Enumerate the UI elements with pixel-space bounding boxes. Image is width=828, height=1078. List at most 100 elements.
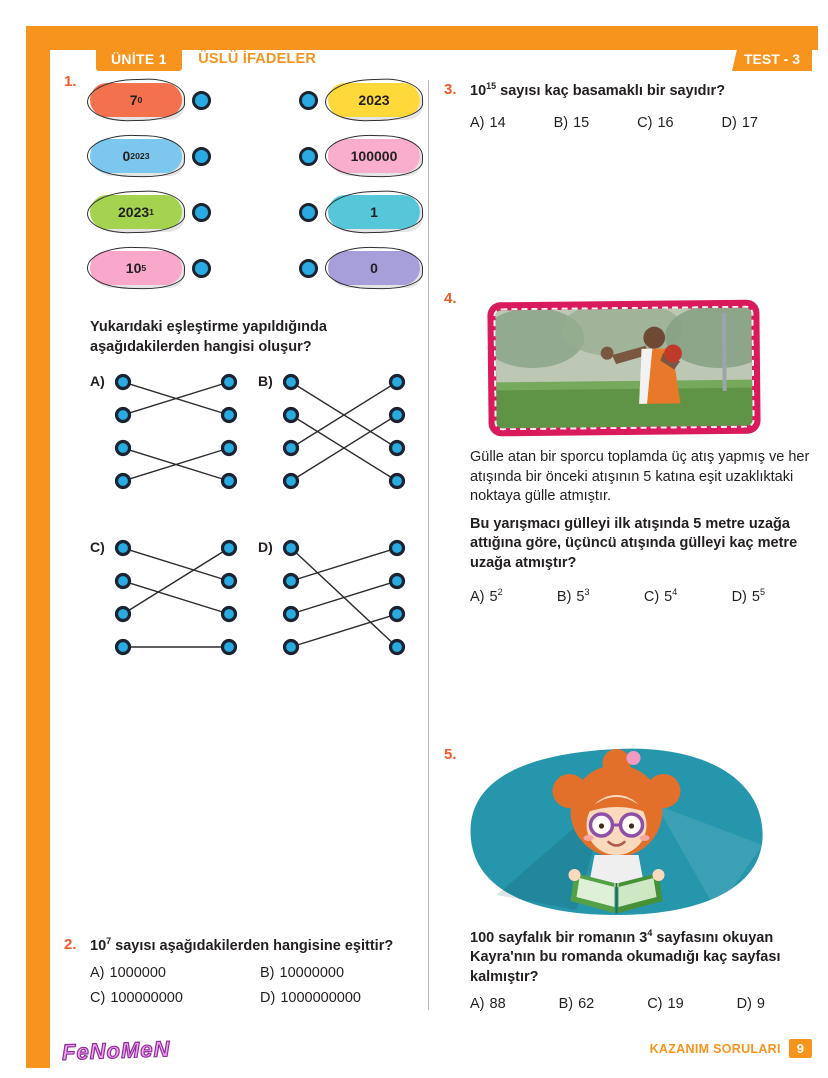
option-label: A) [470,115,485,132]
match-dot [299,90,318,110]
top-orange-bar [26,26,818,50]
pill-exp: 5 [141,263,147,273]
question-number: 1. [64,73,77,90]
option-c: C)16 [637,115,673,131]
option-exp: 2 [497,587,503,598]
q4-question-text: Bu yarışmacı gülleyi ilk atışında 5 metr… [470,515,798,571]
shot-put-athlete-graphic [495,307,753,429]
match-dot [192,146,211,166]
option-label: B) [558,995,574,1012]
option-label: C) [647,995,663,1012]
pill-value: 100000 [350,148,398,164]
column-divider [428,80,429,1010]
unit-badge: ÜNİTE 1 [96,47,182,71]
option-base: 5 [664,589,673,606]
match-dot [299,202,318,222]
match-dot [299,146,318,166]
option-label: B) [260,965,275,982]
footer-right: KAZANIM SORULARI 9 [650,1039,812,1058]
match-dot [192,202,211,222]
option-label: D) [736,995,752,1012]
question-number: 4. [444,290,457,307]
footer-label: KAZANIM SORULARI [649,1041,781,1056]
reading-girl-illustration [464,745,769,917]
match-right-pill: 1 [328,195,420,229]
matching-diagram-b [282,374,406,490]
option-value: 62 [578,995,595,1012]
option-label: C) [637,115,653,132]
question-4: 4. [444,289,812,605]
option-value: 9 [756,995,765,1012]
page-header: ÜNİTE 1 ÜSLÜ İFADELER TEST - 3 [96,47,812,73]
option-d: D)55 [732,587,765,605]
option-b: B)53 [557,587,590,605]
option-label: D) [260,990,276,1007]
option-value: 14 [489,115,506,132]
option-exp: 3 [584,587,590,598]
option-b: B)62 [559,996,595,1012]
option-label: B) [258,373,273,390]
stem-post: sayfasını okuyan Kayra'nın bu romanda ok… [470,929,781,985]
q2-options: A)1000000 B)10000000 C)100000000 D)10000… [90,965,420,1006]
pill-exp: 0 [137,95,143,105]
option-label: C) [90,990,106,1007]
reading-girl-graphic [470,748,763,915]
option-value: 17 [741,115,758,132]
option-base: 5 [751,589,760,606]
pill-base: 7 [129,92,138,108]
option-value: 1000000000 [280,990,361,1007]
stem-exp: 7 [106,936,112,946]
option-b: B)15 [554,115,590,131]
q2-question-text: 107 sayısı aşağıdakilerden hangisine eşi… [90,935,420,956]
pill-value: 2023 [358,92,390,108]
left-orange-bar [26,26,50,1068]
q1-options: A) B) C) D) [90,371,420,659]
question-number: 3. [444,81,457,98]
q1-option-b: B) [258,371,420,493]
question-number: 5. [444,746,457,763]
option-exp: 4 [672,587,678,598]
option-d: D)1000000000 [260,990,420,1006]
matching-diagram-a [114,374,238,490]
question-5: 5. [444,745,812,1012]
match-dot [192,258,211,278]
match-dot [299,258,318,278]
option-c: C)54 [644,587,677,605]
q5-options: A)88 B)62 C)19 D)9 [470,996,765,1012]
option-value: 10000000 [279,965,345,982]
match-right-pill: 2023 [328,83,420,117]
stem-base: 10 [90,937,107,954]
question-2: 2. 107 sayısı aşağıdakilerden hangisine … [64,935,420,1006]
test-badge: TEST - 3 [731,47,812,71]
question-3: 3. 1015 sayısı kaç basamaklı bir sayıdır… [444,80,812,131]
q1-option-d: D) [258,537,420,659]
option-label: D) [731,589,747,606]
stem-exp: 4 [647,928,653,938]
option-label: B) [556,589,572,606]
q1-option-a: A) [90,371,258,493]
stem-rest: sayısı kaç basamaklı bir sayıdır? [496,82,726,99]
option-value: 1000000 [109,965,166,982]
stem-base: 10 [470,82,487,99]
pill-value: 1 [370,204,378,220]
option-b: B)10000000 [260,965,420,981]
option-c: C)100000000 [90,990,260,1006]
q3-question-text: 1015 sayısı kaç basamaklı bir sayıdır? [470,80,812,101]
option-label: D) [721,115,737,132]
option-exp: 5 [759,587,765,598]
pill-exp: 2023 [130,151,150,161]
q4-body-text: Gülle atan bir sporcu toplamda üç atış y… [470,449,810,505]
matching-diagram-d [282,540,406,656]
match-right-pill: 0 [328,251,420,285]
match-right-pill: 100000 [328,139,420,173]
option-d: D)17 [722,115,758,131]
option-base: 5 [489,589,498,606]
option-d: D)9 [737,996,765,1012]
